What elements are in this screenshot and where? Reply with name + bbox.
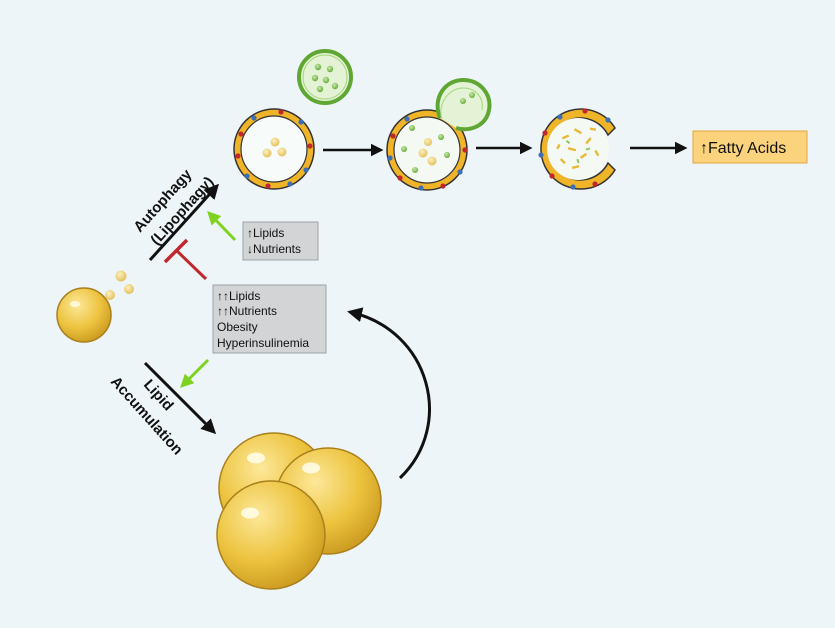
vacuole-stage-1: [233, 108, 315, 190]
condition-box-low: ↑Lipids ↓Nutrients: [242, 221, 319, 261]
fatty-acids-output: ↑Fatty Acids: [692, 130, 808, 164]
activation-arrow-accumulation: [180, 358, 210, 388]
autophagy-arrow: [148, 183, 220, 262]
condition-high-line3: Obesity: [217, 320, 258, 334]
inhibition-symbol: [163, 238, 208, 281]
condition-low-line1: ↑Lipids: [247, 226, 284, 240]
vacuole-3-fragments: [556, 127, 600, 170]
vacuole-2-contents: [401, 125, 450, 173]
condition-high-line2: ↑↑Nutrients: [217, 304, 277, 318]
activation-arrow-autophagy: [207, 211, 237, 242]
autophagosome: [297, 49, 353, 105]
feedback-arrow: [347, 307, 431, 480]
condition-high-line4: Hyperinsulinemia: [217, 336, 309, 350]
vacuole-1-proteins: [235, 109, 313, 189]
condition-high-line1: ↑↑Lipids: [217, 289, 260, 303]
vacuole-2-proteins: [387, 116, 468, 191]
vacuole-3-proteins: [538, 108, 611, 190]
vacuole-stage-3: [538, 108, 616, 190]
lipid-accumulation-arrow: [143, 361, 217, 435]
fatty-acids-label: ↑Fatty Acids: [700, 140, 786, 157]
condition-low-line2: ↓Nutrients: [247, 242, 301, 256]
large-lipid-droplets: [216, 432, 382, 590]
condition-box-high: ↑↑Lipids ↑↑Nutrients Obesity Hyperinsuli…: [212, 284, 327, 354]
small-lipid-droplet: [56, 287, 112, 343]
vacuole-1-lipids: [262, 137, 287, 158]
vacuole-stage-2: [386, 77, 492, 191]
released-lipid-particles: [105, 270, 134, 300]
